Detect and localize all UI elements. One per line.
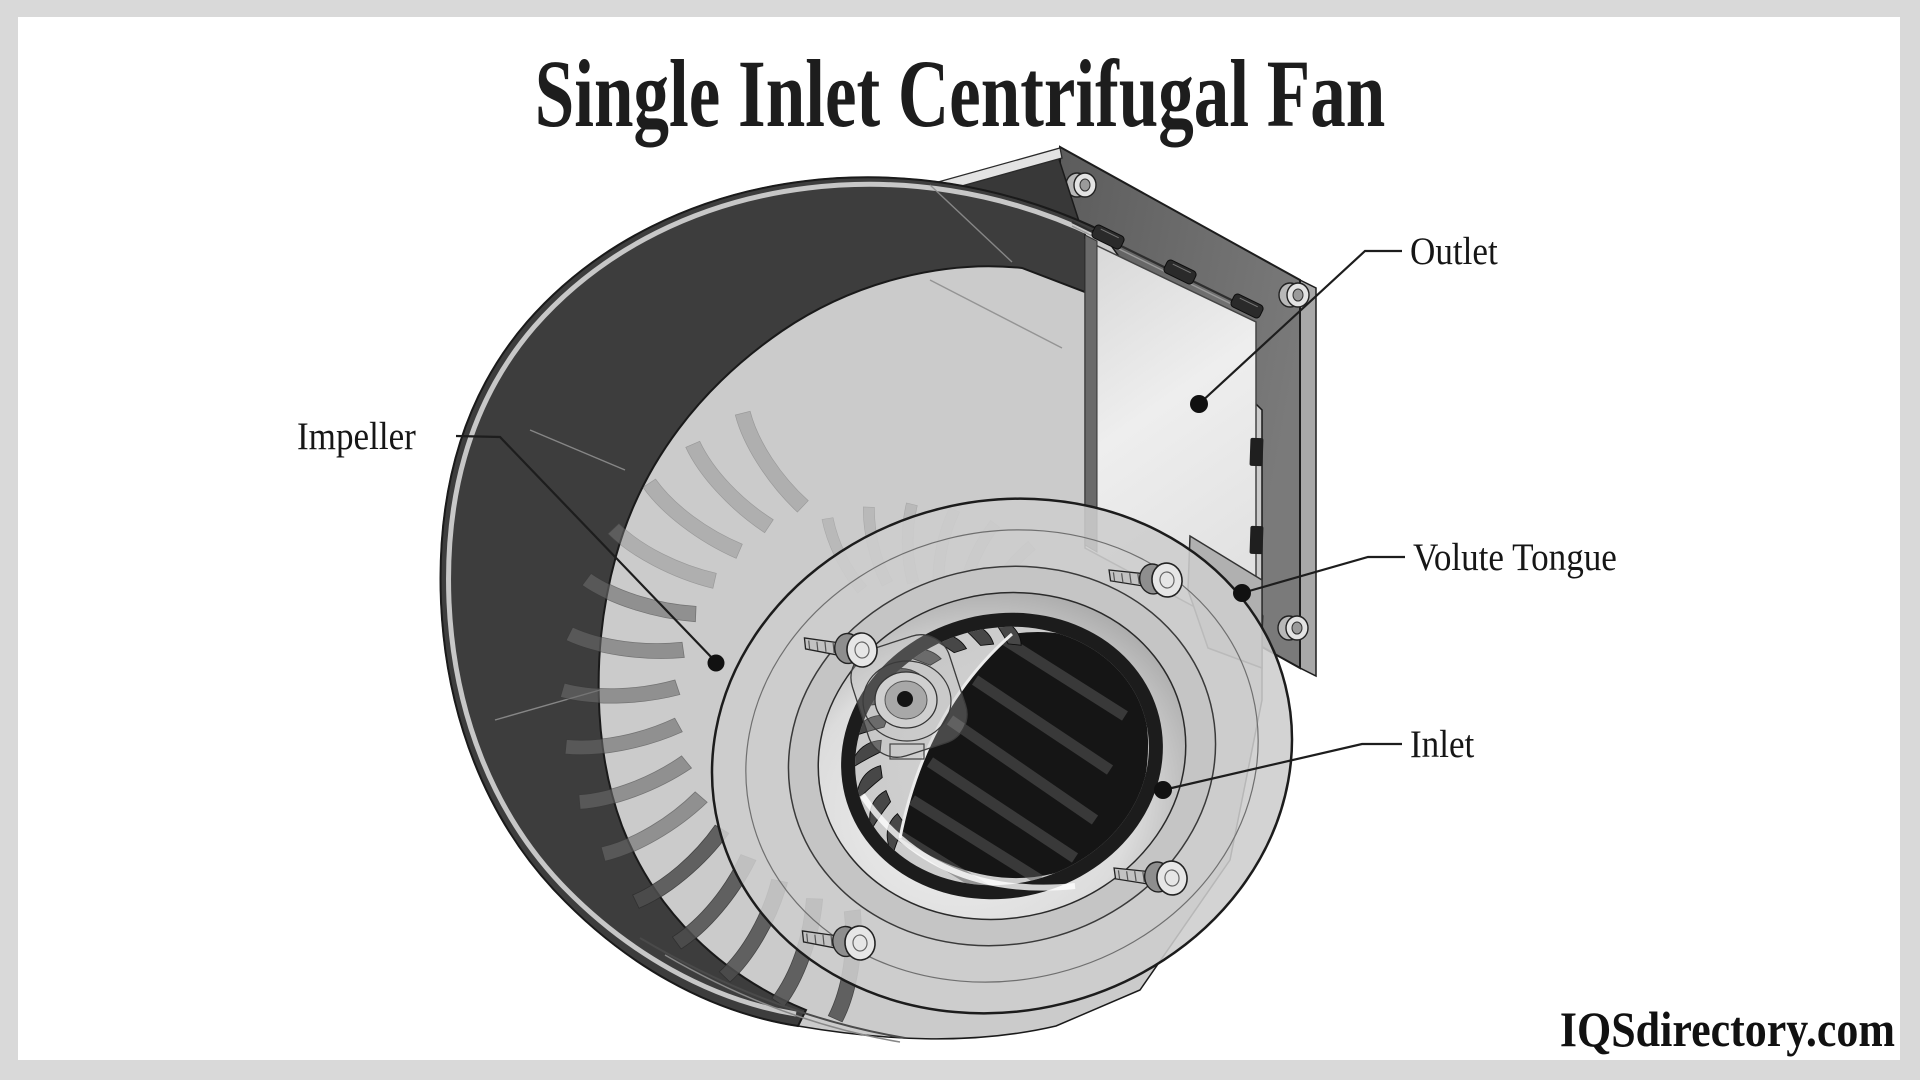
hub [850,634,968,760]
leader-lines [455,249,1405,799]
label-outlet: Outlet [1410,230,1498,273]
page-title: Single Inlet Centrifugal Fan [535,42,1385,148]
plate-screw-bottom-right [1277,615,1309,641]
scroll-cutoff-curves [639,937,906,1043]
leader-line-volute-tongue [1241,555,1405,595]
housing-rim-highlight [446,181,1098,1017]
plate-screw-top-right [1278,282,1310,308]
leader-line-inlet [1162,742,1402,792]
inlet-ring-assembly [710,497,1294,1015]
watermark: IQSdirectory.com [1560,1002,1895,1057]
leader-dot-inlet [1154,781,1172,799]
label-inlet: Inlet [1410,723,1475,766]
plate-side-edge [1299,278,1317,678]
hub-center [897,691,913,707]
leader-dot-impeller [707,654,725,672]
bell-highlight [859,793,1076,891]
impeller-rim-curve [898,632,1013,839]
label-volute-tongue: Volute Tongue [1413,536,1617,579]
leader-line-impeller [455,434,715,661]
leader-line-outlet [1198,249,1402,405]
leader-dot-volute-tongue [1233,584,1251,602]
label-impeller: Impeller [297,415,416,458]
volute-scroll-housing [439,176,1104,1028]
leader-dot-outlet [1190,395,1208,413]
